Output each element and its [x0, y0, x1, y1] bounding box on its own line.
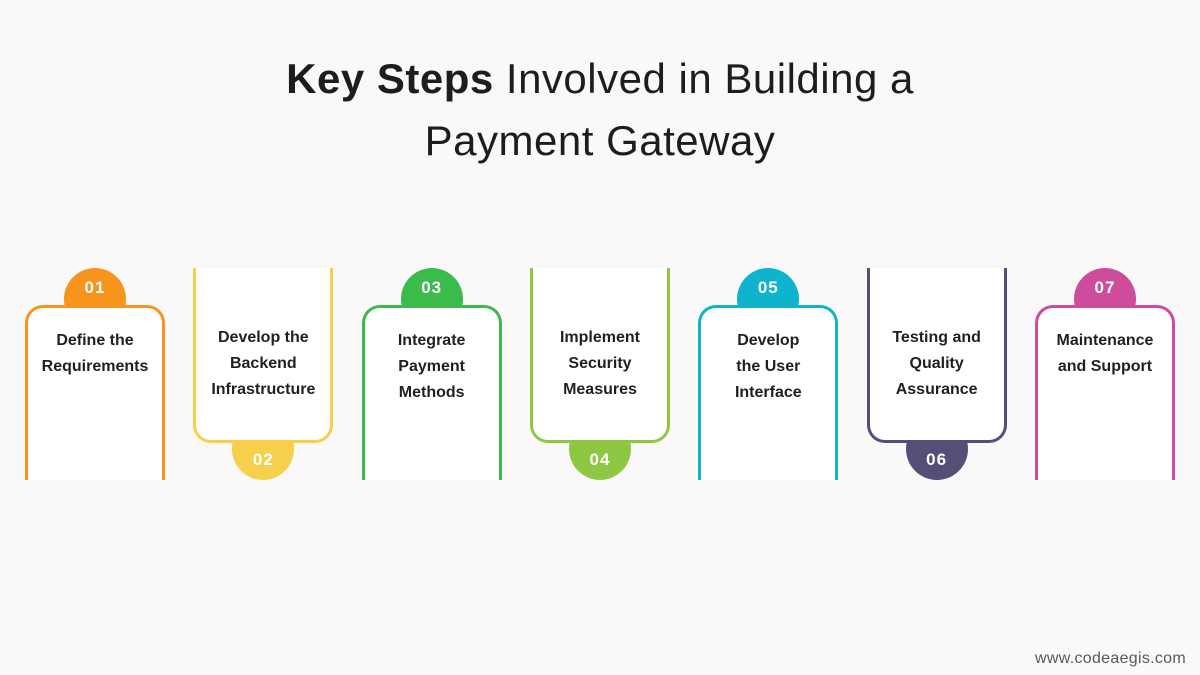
title-regular-part: Involved in Building a	[493, 55, 914, 102]
title-line2: Payment Gateway	[424, 117, 776, 164]
step-number-badge-06: 06	[905, 418, 968, 480]
step-number-badge-04: 04	[568, 418, 631, 480]
page-title: Key Steps Involved in Building a Payment…	[0, 48, 1200, 172]
title-bold-part: Key Steps	[286, 55, 494, 102]
title-line1: Key Steps Involved in Building a	[286, 55, 914, 102]
step-number-badge-02: 02	[232, 418, 295, 480]
website-credit: www.codeaegis.com	[1035, 650, 1186, 667]
